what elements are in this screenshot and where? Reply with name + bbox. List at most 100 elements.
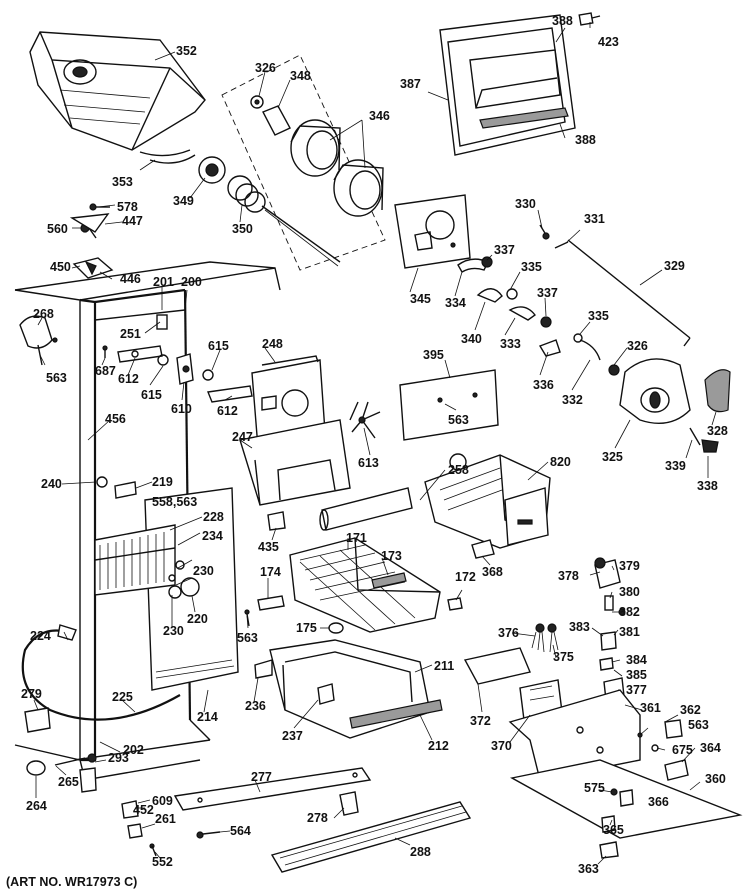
part-label-173: 173 [381,549,402,563]
part-label-380: 380 [619,585,640,599]
part-label-613: 613 [358,456,379,470]
fill-tube-part [319,487,413,531]
part-label-615-top: 615 [208,339,229,353]
part-label-237: 237 [282,729,303,743]
part-label-687: 687 [95,364,116,378]
part-number-labels: 352 326 348 346 353 349 350 578 560 447 … [21,14,728,876]
auger-hub-parts [198,54,386,271]
part-label-563-left: 563 [46,371,67,385]
ice-bucket-part [29,31,206,164]
evaporator-cover-part [94,487,239,691]
part-label-224: 224 [30,629,51,643]
ice-basket-part [289,537,441,633]
part-label-362: 362 [680,703,701,717]
part-label-446: 446 [120,272,141,286]
part-label-560: 560 [47,222,68,236]
part-label-251: 251 [120,327,141,341]
part-label-423: 423 [598,35,619,49]
part-label-435: 435 [258,540,279,554]
part-label-261: 261 [155,812,176,826]
part-label-377: 377 [626,683,647,697]
ice-pan-drawer-part [254,639,443,739]
part-label-563-mid: 563 [237,631,258,645]
part-label-387: 387 [400,77,421,91]
part-label-345: 345 [410,292,431,306]
part-label-171: 171 [346,531,367,545]
part-label-331: 331 [584,212,605,226]
drain-tube-part [21,624,181,733]
bottom-rail-parts [173,767,472,873]
part-label-575: 575 [584,781,605,795]
part-label-353: 353 [112,175,133,189]
part-label-379: 379 [619,559,640,573]
part-label-268: 268 [33,307,54,321]
part-label-328: 328 [707,424,728,438]
part-label-278: 278 [307,811,328,825]
part-label-334: 334 [445,296,466,310]
left-small-parts [19,314,253,499]
part-label-332: 332 [562,393,583,407]
part-label-370: 370 [491,739,512,753]
part-label-279: 279 [21,687,42,701]
part-label-236: 236 [245,699,266,713]
middle-small-parts [244,511,495,634]
part-label-675: 675 [672,743,693,757]
part-label-363: 363 [578,862,599,876]
part-label-330: 330 [515,197,536,211]
part-label-234: 234 [202,529,223,543]
mount-plate-and-linkage [394,194,691,361]
part-label-211: 211 [434,659,454,673]
fan-bracket-part [239,355,381,506]
part-label-219: 219 [152,475,173,489]
part-label-452: 452 [133,803,154,817]
part-label-288: 288 [410,845,431,859]
part-label-360: 360 [705,772,726,786]
part-label-240: 240 [41,477,62,491]
part-label-375: 375 [553,650,574,664]
part-label-610: 610 [171,402,192,416]
part-label-230-top: 230 [193,564,214,578]
part-label-552: 552 [152,855,173,869]
part-label-220: 220 [187,612,208,626]
part-label-378: 378 [558,569,579,583]
part-label-339: 339 [665,459,686,473]
lower-left-small-parts [26,753,157,857]
part-label-337-top: 337 [494,243,515,257]
part-label-200: 200 [181,275,202,289]
leader-lines [33,22,717,865]
part-label-382: 382 [619,605,640,619]
part-label-326-right: 326 [627,339,648,353]
part-label-335-top: 335 [521,260,542,274]
part-label-395: 395 [423,348,444,362]
part-label-248: 248 [262,337,283,351]
part-label-230-bottom: 230 [163,624,184,638]
part-label-265: 265 [58,775,79,789]
duct-panel-part [399,369,499,441]
part-label-349: 349 [173,194,194,208]
part-label-172: 172 [455,570,476,584]
part-label-366: 366 [648,795,669,809]
part-label-336: 336 [533,378,554,392]
dispenser-door-part [439,12,601,156]
part-label-350: 350 [232,222,253,236]
part-label-447: 447 [122,214,143,228]
part-label-338: 338 [697,479,718,493]
part-label-326: 326 [255,61,276,75]
part-label-174: 174 [260,565,281,579]
art-number-caption: (ART NO. WR17973 C) [6,875,137,889]
part-label-385: 385 [626,668,647,682]
part-label-384: 384 [626,653,647,667]
part-label-563-duct: 563 [448,413,469,427]
part-label-563-right: 563 [688,718,709,732]
part-label-352: 352 [176,44,197,58]
part-label-368: 368 [482,565,503,579]
part-label-346: 346 [369,109,390,123]
part-label-450: 450 [50,260,71,274]
part-label-372: 372 [470,714,491,728]
part-label-564: 564 [230,824,251,838]
part-label-212: 212 [428,739,449,753]
part-label-201: 201 [153,275,174,289]
part-label-340: 340 [461,332,482,346]
